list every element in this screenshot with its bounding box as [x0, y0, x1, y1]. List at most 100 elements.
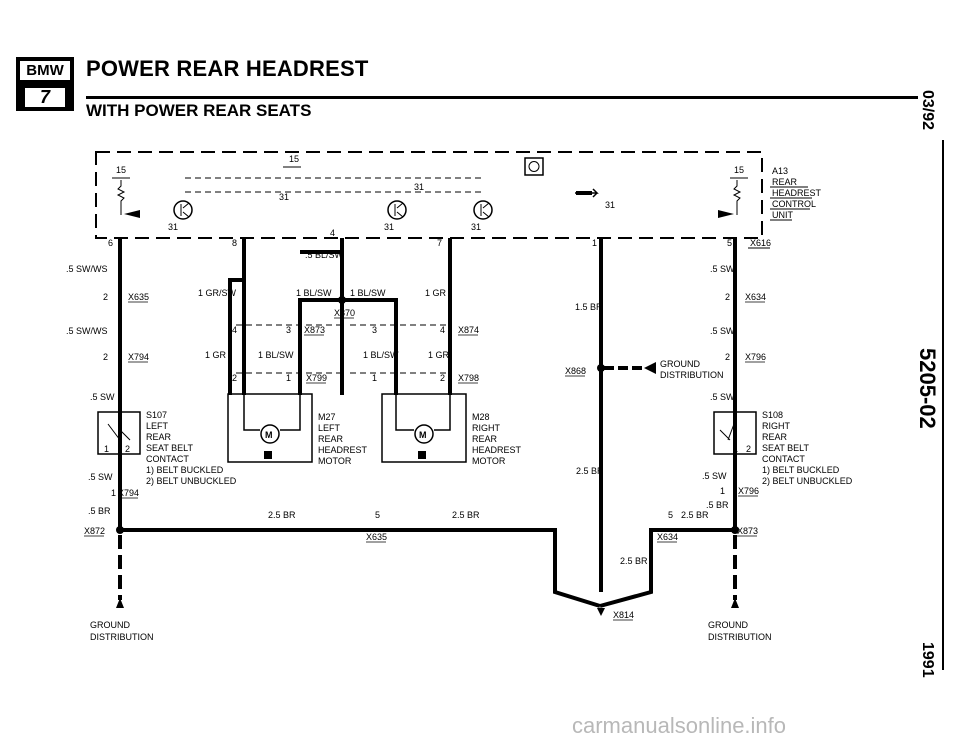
- splice-x870: [338, 296, 346, 304]
- s108-pos2: 2: [746, 444, 751, 454]
- connector-x799: X799: [306, 373, 327, 383]
- pin-x873-3: 3: [286, 325, 291, 335]
- connector-x796-bottom: X796: [738, 486, 759, 496]
- watermark-text: carmanualsonline.info: [572, 713, 786, 738]
- motor-m27-symbol: M: [265, 430, 273, 440]
- module-pin15-right: 15: [734, 165, 744, 175]
- module-name-1: REAR: [772, 177, 798, 187]
- module-pin-4: 4: [330, 228, 335, 238]
- connector-x814: X814: [613, 610, 634, 620]
- pin-x794-1: 1: [111, 488, 116, 498]
- m27-line-2: REAR: [318, 434, 344, 444]
- module-id: A13: [772, 166, 788, 176]
- pin-x634-5: 5: [668, 510, 673, 520]
- wire-label-bl-sw-4: 1 BL/SW: [363, 350, 399, 360]
- module-name-4: UNIT: [772, 210, 793, 220]
- pin-x635-5: 5: [375, 510, 380, 520]
- wire-label-sw-3: .5 SW: [710, 264, 735, 274]
- connector-x634-top: X634: [745, 292, 766, 302]
- wire-label-br-25-center: 2.5 BR: [576, 466, 604, 476]
- wire-label-gr-1: 1 GR: [425, 288, 447, 298]
- s108-line-0: S108: [762, 410, 783, 420]
- connector-x635: X635: [128, 292, 149, 302]
- wire-label-br-25-left: 2.5 BR: [268, 510, 296, 520]
- s108-state-2: 2) BELT UNBUCKLED: [762, 476, 853, 486]
- module-pin-7: 7: [437, 238, 442, 248]
- wire-label-sw-6: .5 SW: [702, 471, 727, 481]
- module-pin-1: 1: [592, 238, 597, 248]
- m28-line-1: RIGHT: [472, 423, 501, 433]
- module-pin31-a: 31: [168, 222, 178, 232]
- pin-x799-2: 2: [232, 373, 237, 383]
- wire-label-br-15: 1.5 BR: [575, 302, 603, 312]
- motor-m28-symbol: M: [419, 430, 427, 440]
- wire-label-bl-sw-1: 1 BL/SW: [296, 288, 332, 298]
- wire-label-br-25-mid: 2.5 BR: [452, 510, 480, 520]
- s108-line-1: RIGHT: [762, 421, 791, 431]
- ground-dist-center-1: GROUND: [660, 359, 700, 369]
- header-divider: [86, 96, 920, 99]
- wire-label-gr-sw: 1 GR/SW: [198, 288, 237, 298]
- m27-line-3: HEADREST: [318, 445, 368, 455]
- connector-x794-top: X794: [128, 352, 149, 362]
- m28-line-4: MOTOR: [472, 456, 506, 466]
- module-pin31-f: 31: [605, 200, 615, 210]
- s107-line-4: CONTACT: [146, 454, 189, 464]
- module-name-3: CONTROL: [772, 199, 816, 209]
- wire-label-bl-sw-3: 1 BL/SW: [258, 350, 294, 360]
- pin-x798-2: 2: [440, 373, 445, 383]
- connector-x635-bottom: X635: [366, 532, 387, 542]
- m27-line-1: LEFT: [318, 423, 341, 433]
- s107-line-0: S107: [146, 410, 167, 420]
- pin-x796-2: 2: [725, 352, 730, 362]
- logo-series-text: 7: [25, 88, 65, 107]
- pin-x874-3: 3: [372, 325, 377, 335]
- wire-label-sw-1: .5 SW: [90, 392, 115, 402]
- wire-label-br-25-right: 2.5 BR: [681, 510, 709, 520]
- bmw-7-logo: BMW 7: [16, 57, 74, 111]
- connector-x798: X798: [458, 373, 479, 383]
- s107-state-2: 2) BELT UNBUCKLED: [146, 476, 237, 486]
- wire-label-sw-ws-2: .5 SW/WS: [66, 326, 108, 336]
- m28-line-3: HEADREST: [472, 445, 522, 455]
- connector-x868: X868: [565, 366, 586, 376]
- pin-x635-2: 2: [103, 292, 108, 302]
- motor-m27-box: [227, 393, 313, 463]
- s107-state-1: 1) BELT BUCKLED: [146, 465, 224, 475]
- connector-x796-top: X796: [745, 352, 766, 362]
- s107-line-3: SEAT BELT: [146, 443, 194, 453]
- pin-x794-2: 2: [103, 352, 108, 362]
- wire-label-br-05-right: .5 BR: [706, 500, 729, 510]
- splice-x868: [597, 364, 605, 372]
- logo-brand-text: BMW: [20, 61, 70, 80]
- module-pin15-left: 15: [116, 165, 126, 175]
- m28-line-2: REAR: [472, 434, 498, 444]
- wire-label-gr-3: 1 GR: [428, 350, 450, 360]
- pin-x798-1: 1: [372, 373, 377, 383]
- pin-x873-4: 4: [232, 325, 237, 335]
- s108-pos1: 1: [733, 444, 738, 454]
- switch-s108: [713, 411, 757, 455]
- pin-x634-2: 2: [725, 292, 730, 302]
- page-subtitle: WITH POWER REAR SEATS: [86, 101, 312, 120]
- m27-line-4: MOTOR: [318, 456, 352, 466]
- motor-m28-box: [381, 393, 467, 463]
- module-pin31-d: 31: [414, 182, 424, 192]
- page-title: POWER REAR HEADREST: [86, 56, 369, 81]
- m27-line-0: M27: [318, 412, 336, 422]
- module-name-2: HEADREST: [772, 188, 822, 198]
- connector-x874: X874: [458, 325, 479, 335]
- wire-label-sw-5: .5 SW: [710, 392, 735, 402]
- module-pin15-center: 15: [289, 154, 299, 164]
- connector-x634-bottom: X634: [657, 532, 678, 542]
- sidebar-rule: [942, 140, 944, 670]
- wire-label-bl-sw-top: .5 BL/SW: [305, 250, 344, 260]
- wire-label-bl-sw-2: 1 BL/SW: [350, 288, 386, 298]
- pin-x799-1: 1: [286, 373, 291, 383]
- module-pin-6: 6: [108, 238, 113, 248]
- wire-label-br-05-left: .5 BR: [88, 506, 111, 516]
- pin-x796-1: 1: [720, 486, 725, 496]
- s108-line-4: CONTACT: [762, 454, 805, 464]
- connector-x870: X870: [334, 308, 355, 318]
